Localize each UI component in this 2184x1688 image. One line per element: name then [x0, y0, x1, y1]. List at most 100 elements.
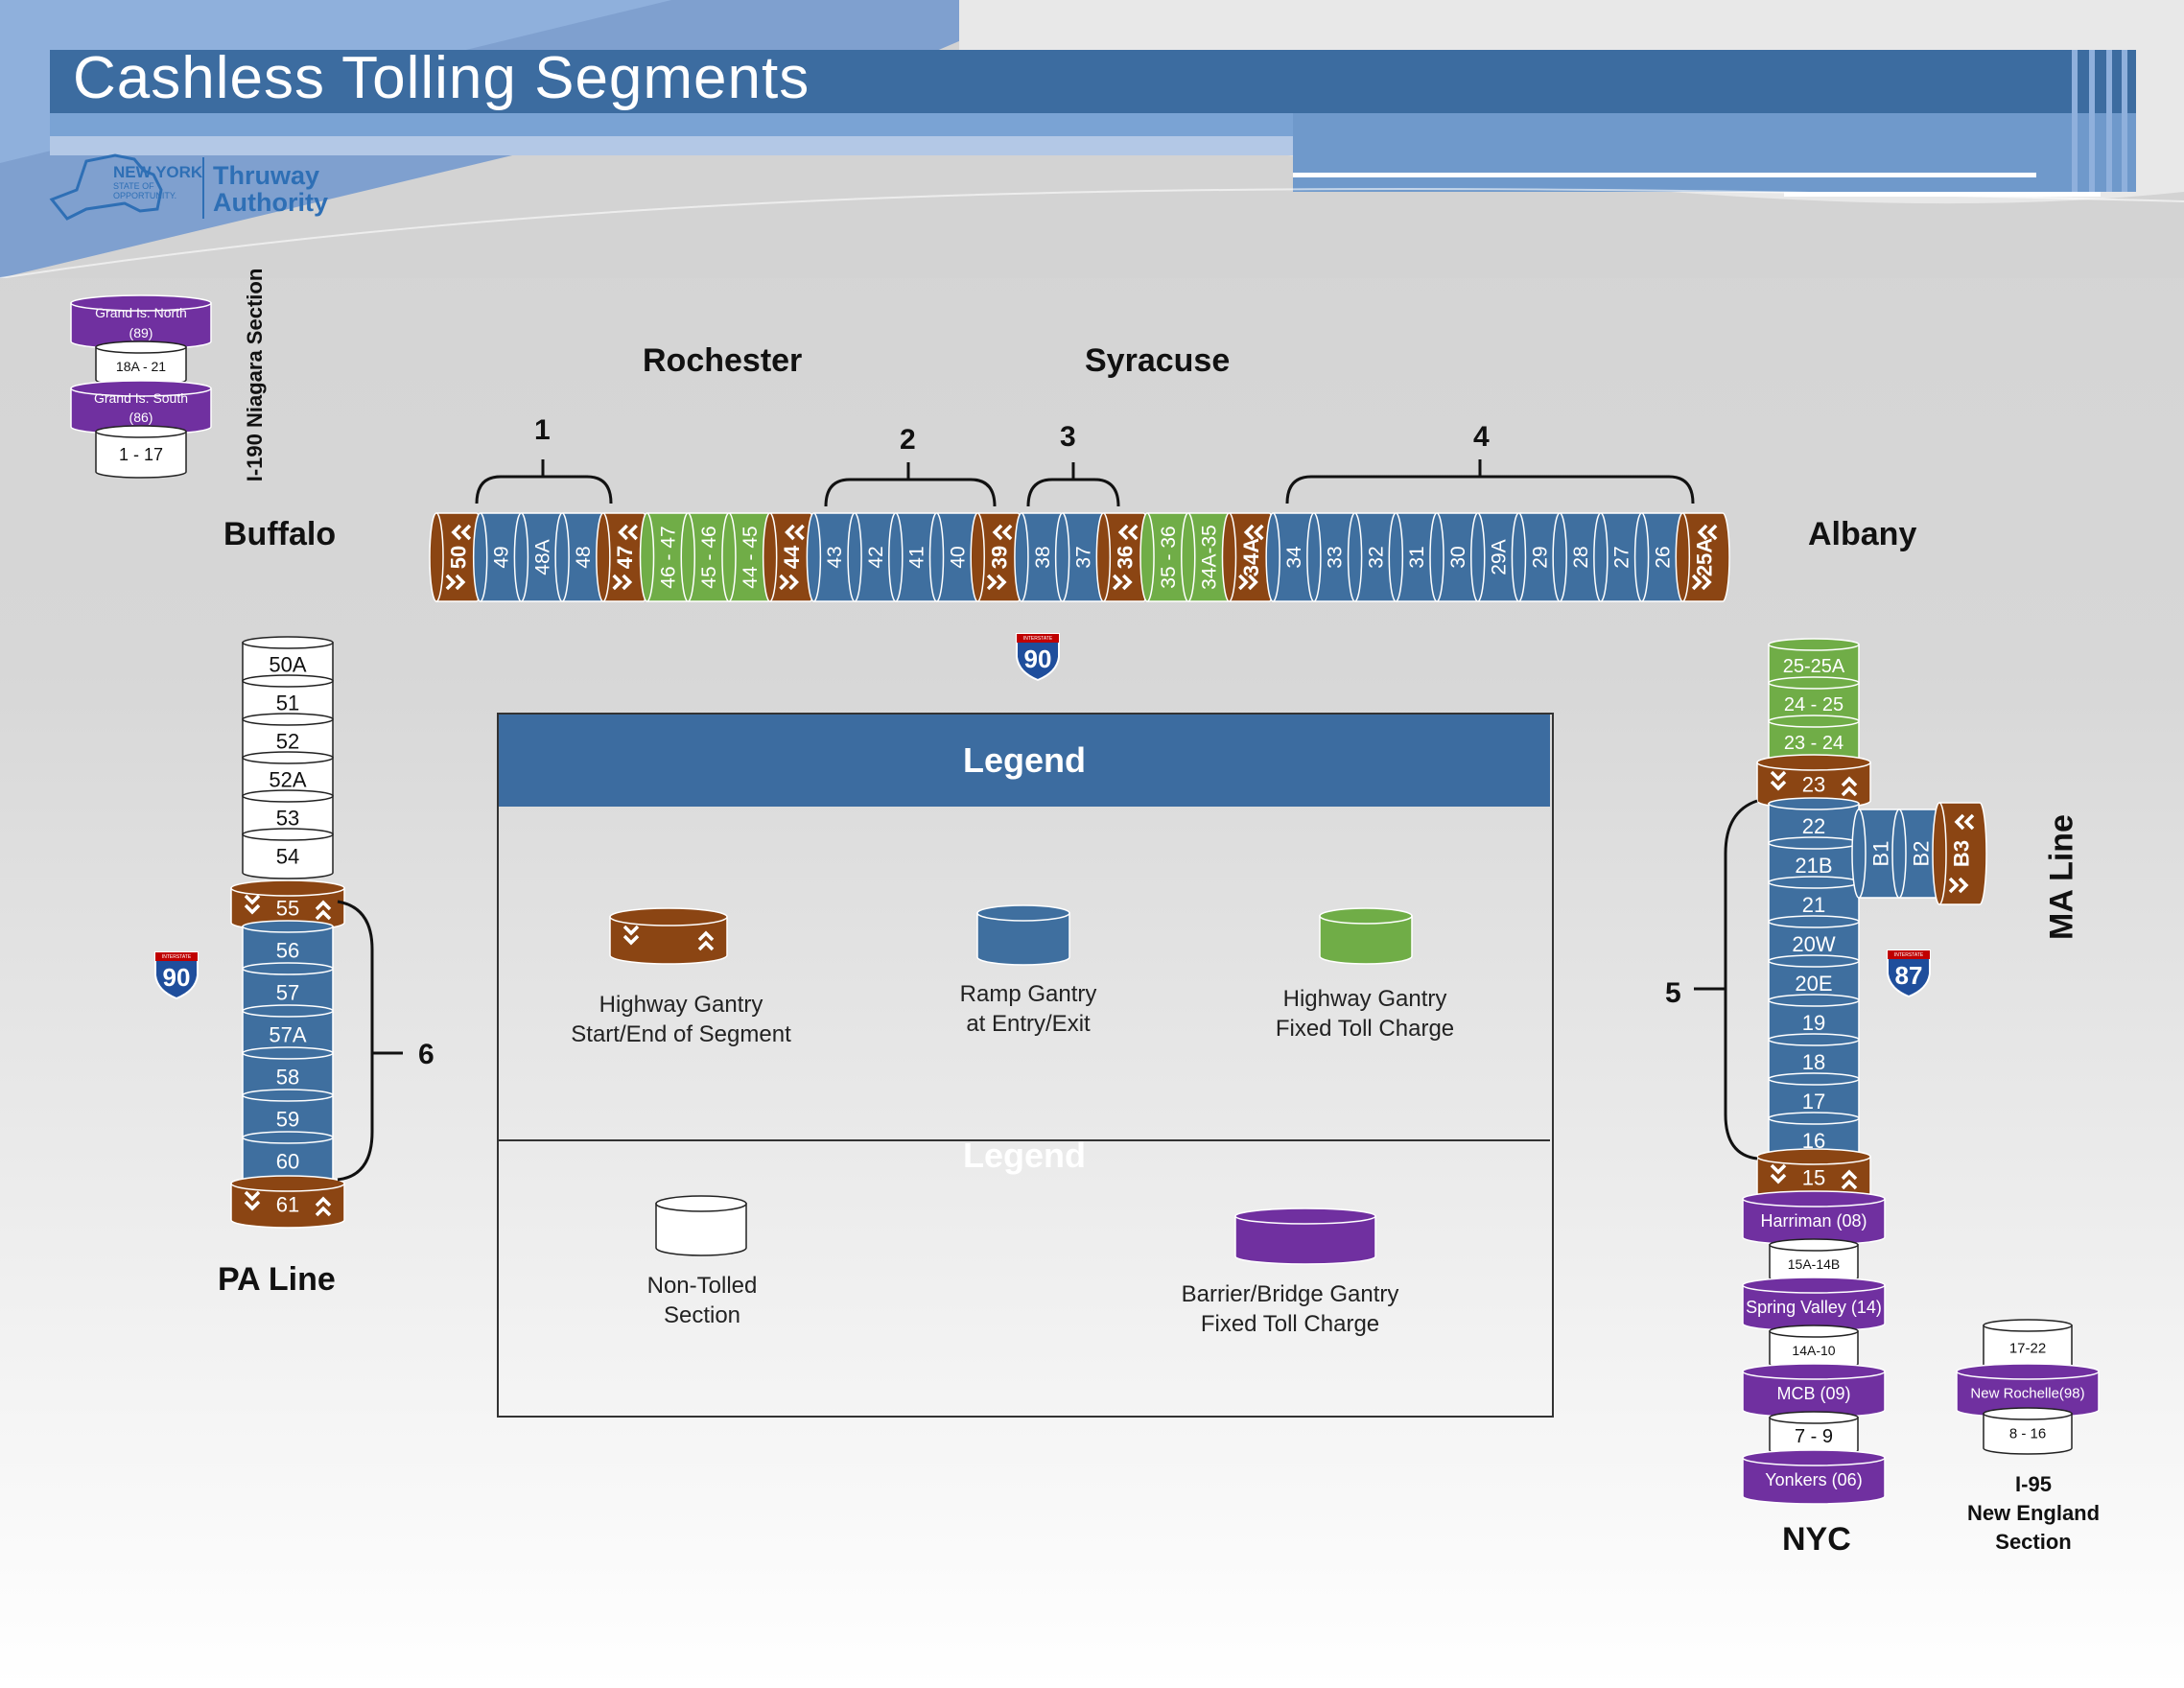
i95-label-line2: New England	[1966, 1501, 2101, 1525]
gantry-label: 22	[1802, 814, 1825, 838]
gantry-top	[1768, 797, 1860, 810]
gantry-label: MCB (09)	[1776, 1384, 1850, 1403]
city-buffalo: Buffalo	[223, 516, 337, 552]
chevron-icon	[627, 524, 638, 541]
gantry-label: 23	[1802, 773, 1825, 797]
chevron-icon	[315, 909, 332, 921]
gantry-top	[1768, 1072, 1860, 1086]
chevron-icon	[785, 524, 795, 541]
gantry-top	[1956, 1363, 2100, 1380]
chevron-icon	[1770, 1163, 1787, 1175]
gantry-top	[1768, 836, 1860, 850]
legend-ramp-text: Ramp Gantry at Entry/Exit	[894, 979, 1162, 1039]
chevron-icon	[460, 524, 472, 541]
gantry-label: 28	[1570, 546, 1592, 568]
gantry-label: 20W	[1792, 932, 1835, 956]
legend-barrier-symbol	[1234, 1207, 1376, 1265]
gantry-label: 23 - 24	[1784, 733, 1843, 754]
gantry-top	[680, 512, 695, 602]
page-title: Cashless Tolling Segments	[73, 45, 810, 111]
mainline-gantry-highway: 25A	[1675, 512, 1730, 602]
gantry-label: 39	[988, 546, 1012, 569]
chevron-icon	[445, 574, 457, 591]
legend-panel	[497, 713, 1554, 1418]
header-banner	[0, 0, 2184, 278]
chevron-icon	[622, 934, 640, 946]
logo-divider	[202, 157, 204, 219]
shield-band	[1017, 634, 1059, 643]
legend-highway-line2: Start/End of Segment	[571, 1021, 791, 1047]
chevron-icon	[1117, 524, 1129, 541]
gantry-label: B2	[1910, 841, 1934, 867]
east-untolled-section: 7 - 9	[1769, 1411, 1859, 1457]
gantry-body	[1319, 915, 1413, 965]
legend-none-line1: Non-Tolled	[646, 1273, 758, 1299]
shield-body	[1887, 950, 1931, 998]
niagara-grand-north-label: Grand Is. North	[95, 305, 187, 320]
niagara-grand-north	[70, 294, 212, 350]
gantry-top	[1768, 676, 1860, 690]
berkshire-end-gantry: B3	[1932, 802, 1987, 905]
east-barrier-gantry: Yonkers (06)	[1742, 1449, 1886, 1505]
shield-word: INTERSTATE	[162, 954, 192, 960]
chevron-icon	[1770, 780, 1787, 791]
gantry-label: 45 - 46	[698, 526, 720, 588]
east-barrier-gantry: Spring Valley (14)	[1742, 1277, 1886, 1332]
chevron-icon	[451, 524, 462, 541]
chevron-icon	[1238, 574, 1249, 591]
logo-agency-line2: Authority	[213, 188, 328, 217]
gantry-top	[639, 512, 655, 602]
gantry-top	[806, 512, 822, 602]
gantry-top	[429, 512, 444, 602]
gantry-label: B1	[1869, 841, 1893, 867]
segment-bracket-6	[337, 900, 403, 1182]
gantry-label: 37	[1072, 546, 1094, 568]
gantry-label: 18	[1802, 1050, 1825, 1074]
legend-barrier-text: Barrier/Bridge Gantry Fixed Toll Charge	[1141, 1279, 1439, 1339]
gantry-top	[655, 1195, 747, 1212]
east-barrier-gantry: MCB (09)	[1742, 1363, 1886, 1418]
gantry-label: 52	[276, 730, 299, 754]
gantry-label: 34	[1283, 546, 1305, 569]
gantry-top	[1742, 1190, 1886, 1207]
gantry-top	[242, 751, 334, 764]
gantry-label: 41	[906, 546, 928, 568]
gantry-top	[242, 1089, 334, 1102]
mainline-gantry-ramp: 37	[1054, 512, 1110, 602]
legend-title: Legend	[962, 740, 1086, 780]
i95-barrier-gantry: New Rochelle(98)	[1956, 1363, 2100, 1418]
gantry-label: Spring Valley (14)	[1746, 1298, 1882, 1317]
chevron-icon	[794, 524, 805, 541]
gantry-label: 50A	[269, 653, 306, 677]
gantry-label: 44	[780, 545, 804, 569]
gantry-top	[1347, 512, 1363, 602]
gantry-label: 29	[1529, 546, 1551, 568]
gantry-label: 17	[1802, 1090, 1825, 1114]
mainline-gantry-ramp: 30	[1429, 512, 1484, 602]
chevron-icon	[622, 574, 633, 591]
mainline-gantry-highway: 36	[1095, 512, 1151, 602]
gantry-top	[70, 294, 212, 312]
gantry-label: 46 - 47	[657, 526, 679, 588]
legend-fixed-text: Highway Gantry Fixed Toll Charge	[1221, 984, 1509, 1043]
gantry-top	[847, 512, 862, 602]
chevron-icon	[315, 900, 332, 911]
gantry-label: 25-25A	[1783, 656, 1845, 677]
gantry-label: 54	[276, 845, 299, 869]
chevron-icon	[1841, 785, 1858, 797]
segment-bracket-5	[1694, 799, 1758, 1160]
chevron-icon	[1697, 524, 1708, 541]
gantry-label: 34A-35	[1199, 525, 1221, 590]
gantry-label: 26	[1652, 546, 1674, 568]
gantry-label: 8 - 16	[2009, 1426, 2046, 1442]
segment-bracket-1	[475, 459, 613, 504]
niagara-grand-north-code: (89)	[129, 325, 153, 340]
gantry-top	[1742, 1449, 1886, 1466]
chevron-icon	[1963, 813, 1975, 831]
gantry-top	[976, 904, 1070, 922]
segment-bracket-4	[1285, 459, 1695, 504]
mainline-gantry-fixed: 35 - 36	[1139, 512, 1194, 602]
gantry-top	[1511, 512, 1527, 602]
gantry-top	[1319, 907, 1413, 925]
gantry-top	[1306, 512, 1322, 602]
